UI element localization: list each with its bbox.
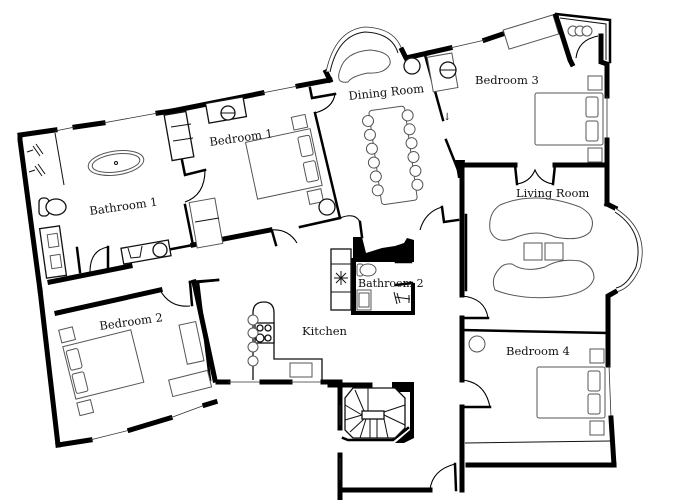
wardrobe-icon <box>178 320 205 365</box>
shower-head-icon <box>28 163 46 177</box>
room-bedroom-2: Bedroom 2 <box>37 263 220 448</box>
double-bed-icon <box>58 326 145 417</box>
wardrobe-icon <box>163 110 195 162</box>
bar-stool-icon <box>247 355 259 367</box>
room-bedroom-3: ↓ Bedroom 3 <box>423 12 612 207</box>
toilet-icon <box>38 197 67 217</box>
room-label-dining-room: Dining Room <box>348 81 425 103</box>
double-bed-icon <box>536 348 606 436</box>
sofa-icon <box>188 197 224 249</box>
double-bed-icon <box>534 75 604 163</box>
shower-head-icon <box>26 143 44 157</box>
shower-icon <box>393 291 411 305</box>
room-label-bedroom-3: Bedroom 3 <box>475 73 539 87</box>
room-label-living-room: Living Room <box>516 186 589 200</box>
room-dining-room: Dining Room <box>322 26 460 239</box>
cooktop-icon <box>254 322 275 344</box>
round-table-icon <box>468 335 486 353</box>
double-bed-icon <box>244 113 325 205</box>
fan-icon <box>334 271 348 285</box>
round-table-icon <box>403 57 421 75</box>
room-kitchen: Kitchen <box>196 248 352 385</box>
spiral-staircase <box>327 382 458 500</box>
toilet-icon <box>356 263 377 277</box>
room-label-bathroom-2: Bathroom 2 <box>358 277 424 290</box>
room-bathroom-2: Bathroom 2 <box>351 237 424 315</box>
curved-sofa-icon <box>492 259 595 299</box>
curved-sofa-icon <box>489 197 593 241</box>
arrow-icon: ↓ <box>443 112 451 123</box>
coffee-table-icon <box>523 242 543 261</box>
bar-stool-icon <box>247 341 259 353</box>
room-bedroom-1: Bedroom 1 <box>163 77 342 249</box>
bar-stool-icon <box>247 314 259 326</box>
round-table-icon <box>318 198 336 216</box>
dining-table-icon <box>362 105 424 206</box>
room-label-bedroom-4: Bedroom 4 <box>506 344 570 358</box>
coffee-table-icon <box>544 242 564 261</box>
sink-icon <box>289 362 313 378</box>
curved-sofa-icon <box>338 49 391 83</box>
room-label-bathroom-1: Bathroom 1 <box>88 195 158 218</box>
room-living-room: Living Room <box>459 167 643 335</box>
dresser-icon <box>502 14 560 50</box>
room-bathroom-1: Bathroom 1 <box>17 108 207 293</box>
room-label-kitchen: Kitchen <box>302 324 348 338</box>
desk-icon <box>168 369 213 398</box>
room-bedroom-4: Bedroom 4 <box>459 315 617 493</box>
bar-stool-icon <box>247 327 259 339</box>
